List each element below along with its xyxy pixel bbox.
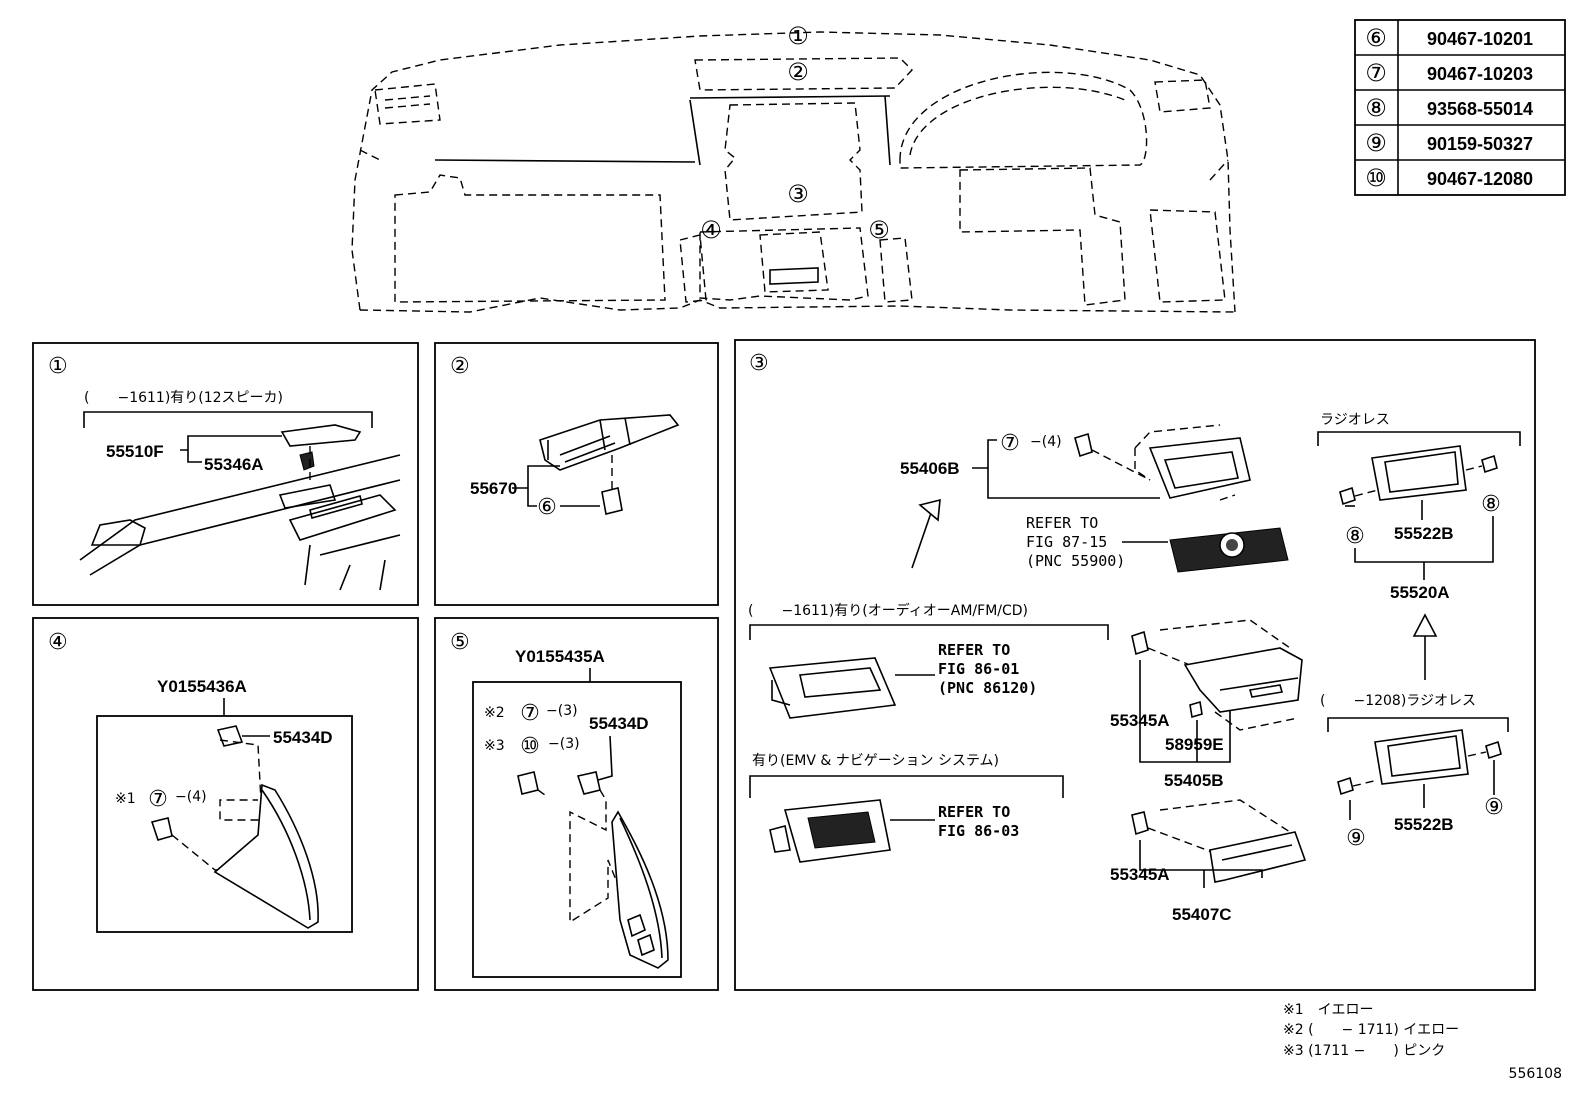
panel-1: ① ( −1611)有り(12スピーカ) 55510F 55346A	[32, 342, 419, 606]
hardware-table: ⑥ 90467-10201 ⑦ 90467-10203 ⑧ 93568-5501…	[1354, 19, 1566, 196]
part-55346A: 55346A	[204, 455, 264, 474]
overview-callout-2: ②	[787, 58, 809, 86]
panel-5-clip-7: ⑦	[520, 701, 540, 726]
panel-5-note-2: ※2	[484, 705, 505, 721]
panel-3-number: ③	[749, 351, 769, 376]
refer-fig-86-03-line1: REFER TO	[938, 803, 1010, 821]
panel-3-screw-8-right: ⑧	[1481, 492, 1501, 517]
part-55522B-bottom: 55522B	[1394, 815, 1454, 834]
panel-3: ③ 55406B ⑦ −(4) REFER TO FIG 87-15 (PNC …	[734, 339, 1536, 991]
panel-3-screw-9-left: ⑨	[1346, 826, 1366, 851]
panel-5-qty-10: −(3)	[548, 736, 580, 752]
part-55405B: 55405B	[1164, 771, 1224, 790]
panel-5: ⑤ Y0155435A ※2 ⑦ −(3) ※3 ⑩ −(3) 55434D	[434, 617, 719, 991]
table-part-7: 90467-10203	[1427, 64, 1533, 84]
panel-4-clip-7: ⑦	[148, 787, 168, 812]
panel-5-number: ⑤	[450, 630, 470, 655]
overview-callout-4: ④	[700, 216, 722, 244]
panel-4-note: ※1	[115, 791, 136, 807]
table-ref-9: ⑨	[1365, 129, 1387, 157]
table-part-10: 90467-12080	[1427, 169, 1533, 189]
note-1: ※1 イエロー	[1283, 1002, 1374, 1018]
panel-5-note-3: ※3	[484, 738, 505, 754]
dashboard-overview: ① ② ③ ④ ⑤	[351, 22, 1236, 313]
panel-3-screw-8-left: ⑧	[1345, 524, 1365, 549]
part-58959E: 58959E	[1165, 735, 1224, 754]
table-part-9: 90159-50327	[1427, 134, 1533, 154]
part-Y0155435A: Y0155435A	[515, 647, 605, 666]
panel-1-number: ①	[48, 354, 68, 379]
table-part-6: 90467-10201	[1427, 29, 1533, 49]
refer-fig-87-15-line1: REFER TO	[1026, 514, 1098, 532]
panel-2-number: ②	[450, 354, 470, 379]
panel-3-screw-9-right: ⑨	[1484, 795, 1504, 820]
note-3: ※3 (1711 − ) ピンク	[1283, 1043, 1445, 1059]
panel-5-qty-7: −(3)	[546, 703, 578, 719]
part-55670: 55670	[470, 479, 517, 498]
diagram-number: 556108	[1509, 1066, 1562, 1082]
overview-callout-5: ⑤	[868, 216, 890, 244]
note-2: ※2 ( − 1711) イエロー	[1283, 1022, 1459, 1038]
part-55406B: 55406B	[900, 459, 960, 478]
panel-5-clip-10: ⑩	[520, 734, 540, 759]
refer-fig-87-15-line3: (PNC 55900)	[1026, 552, 1125, 570]
refer-fig-87-15-line2: FIG 87-15	[1026, 533, 1107, 551]
refer-fig-86-01-line3: (PNC 86120)	[938, 679, 1037, 697]
nav-condition: 有り(EMV & ナビゲーション システム)	[752, 753, 999, 769]
table-ref-8: ⑧	[1365, 94, 1387, 122]
radioless-label: ラジオレス	[1320, 412, 1390, 428]
refer-fig-86-01-line1: REFER TO	[938, 641, 1010, 659]
part-55520A: 55520A	[1390, 583, 1450, 602]
panel-4: ④ Y0155436A 55434D ※1 ⑦ −(4)	[32, 617, 419, 991]
part-Y0155436A: Y0155436A	[157, 677, 247, 696]
notes: ※1 イエロー ※2 ( − 1711) イエロー ※3 (1711 − ) ピ…	[1283, 1002, 1562, 1082]
overview-callout-3: ③	[787, 180, 809, 208]
part-55345A-lower: 55345A	[1110, 865, 1170, 884]
table-part-8: 93568-55014	[1427, 99, 1533, 119]
panel-4-qty: −(4)	[175, 789, 207, 805]
part-55345A-upper: 55345A	[1110, 711, 1170, 730]
table-ref-7: ⑦	[1365, 59, 1387, 87]
panel-3-clip-7: ⑦	[1000, 431, 1020, 456]
table-ref-10: ⑩	[1365, 164, 1387, 192]
part-55510F: 55510F	[106, 442, 164, 461]
refer-fig-86-03-line2: FIG 86-03	[938, 822, 1019, 840]
table-ref-6: ⑥	[1365, 24, 1387, 52]
overview-callout-1: ①	[787, 22, 809, 50]
part-55407C: 55407C	[1172, 905, 1232, 924]
refer-fig-86-01-line2: FIG 86-01	[938, 660, 1019, 678]
part-55522B-top: 55522B	[1394, 524, 1454, 543]
panel-2: ② 55670 ⑥	[434, 342, 719, 606]
panel-4-number: ④	[48, 630, 68, 655]
panel-2-screw-6: ⑥	[537, 495, 557, 520]
panel-1-condition: ( −1611)有り(12スピーカ)	[84, 390, 283, 406]
part-55434D-p5: 55434D	[589, 714, 649, 733]
panel-3-clip-qty: −(4)	[1030, 434, 1062, 450]
radioless-condition-2: ( −1208)ラジオレス	[1320, 693, 1476, 709]
part-55434D-p4: 55434D	[273, 728, 333, 747]
audio-condition: ( −1611)有り(オーディオーAM/FM/CD)	[748, 602, 1028, 619]
